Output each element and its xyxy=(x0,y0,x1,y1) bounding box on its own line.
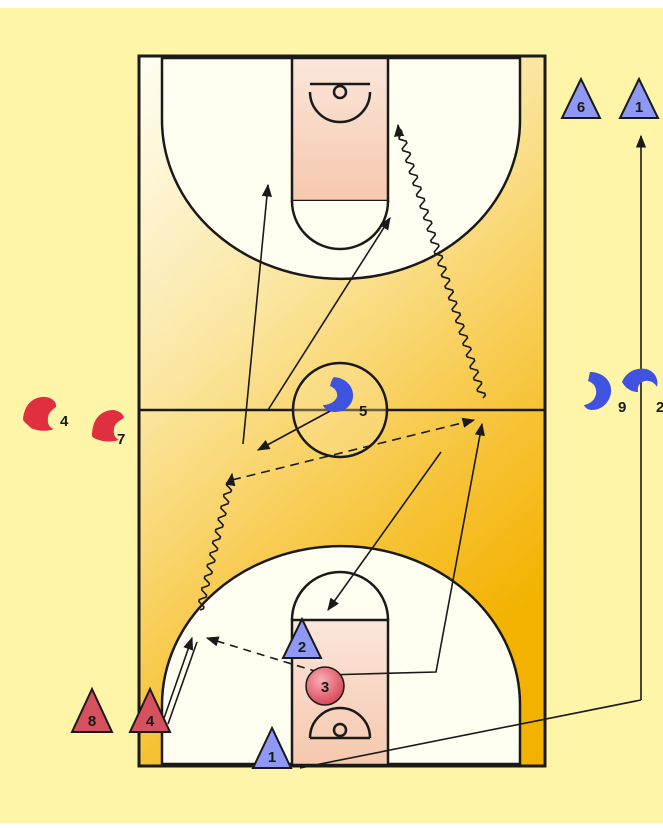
movement-paths xyxy=(161,123,647,769)
defender-4-left: 4 xyxy=(23,396,69,431)
dribble-path-left xyxy=(198,472,236,611)
long-pass-arrow xyxy=(299,699,642,769)
pass-dashed-left xyxy=(205,636,319,673)
svg-text:6: 6 xyxy=(577,99,585,116)
bottom-basket xyxy=(332,722,348,738)
svg-text:3: 3 xyxy=(321,679,329,696)
blue-player-2: 2 xyxy=(281,616,323,659)
defender-9-right: 9 xyxy=(584,372,626,416)
top-basket xyxy=(332,84,348,100)
cut-arrow-top xyxy=(267,216,391,411)
defender-5-center: 5 xyxy=(323,377,367,420)
svg-text:9: 9 xyxy=(618,399,626,416)
ball-player-3: 3 xyxy=(305,666,345,706)
bottom-free-throw-circle xyxy=(290,570,390,621)
dribble-path-right xyxy=(394,123,487,399)
cut-arrow-lane xyxy=(327,451,442,612)
red-player-8: 8 xyxy=(70,686,114,733)
cut-arrow-left xyxy=(242,183,272,445)
defender-7-left: 7 xyxy=(92,410,125,448)
svg-text:7: 7 xyxy=(117,431,125,448)
svg-text:2: 2 xyxy=(298,639,306,656)
top-lane xyxy=(290,56,390,203)
defender-2-right: 2 xyxy=(622,368,663,416)
blue-player-1-bottom: 1 xyxy=(251,725,293,769)
blue-player-6: 6 xyxy=(560,76,602,119)
screen-path xyxy=(324,422,485,676)
svg-text:5: 5 xyxy=(359,403,367,420)
blue-player-1-top: 1 xyxy=(618,76,660,119)
cut-arrow-corner xyxy=(161,636,194,725)
svg-text:2: 2 xyxy=(656,399,663,416)
svg-text:1: 1 xyxy=(268,749,276,766)
pass-dashed-right xyxy=(231,417,476,481)
svg-text:8: 8 xyxy=(88,713,96,730)
pass-arrow-center xyxy=(256,409,333,451)
red-player-4: 4 xyxy=(128,686,172,733)
svg-text:1: 1 xyxy=(635,99,643,116)
svg-text:4: 4 xyxy=(146,713,155,730)
svg-text:4: 4 xyxy=(60,413,69,430)
